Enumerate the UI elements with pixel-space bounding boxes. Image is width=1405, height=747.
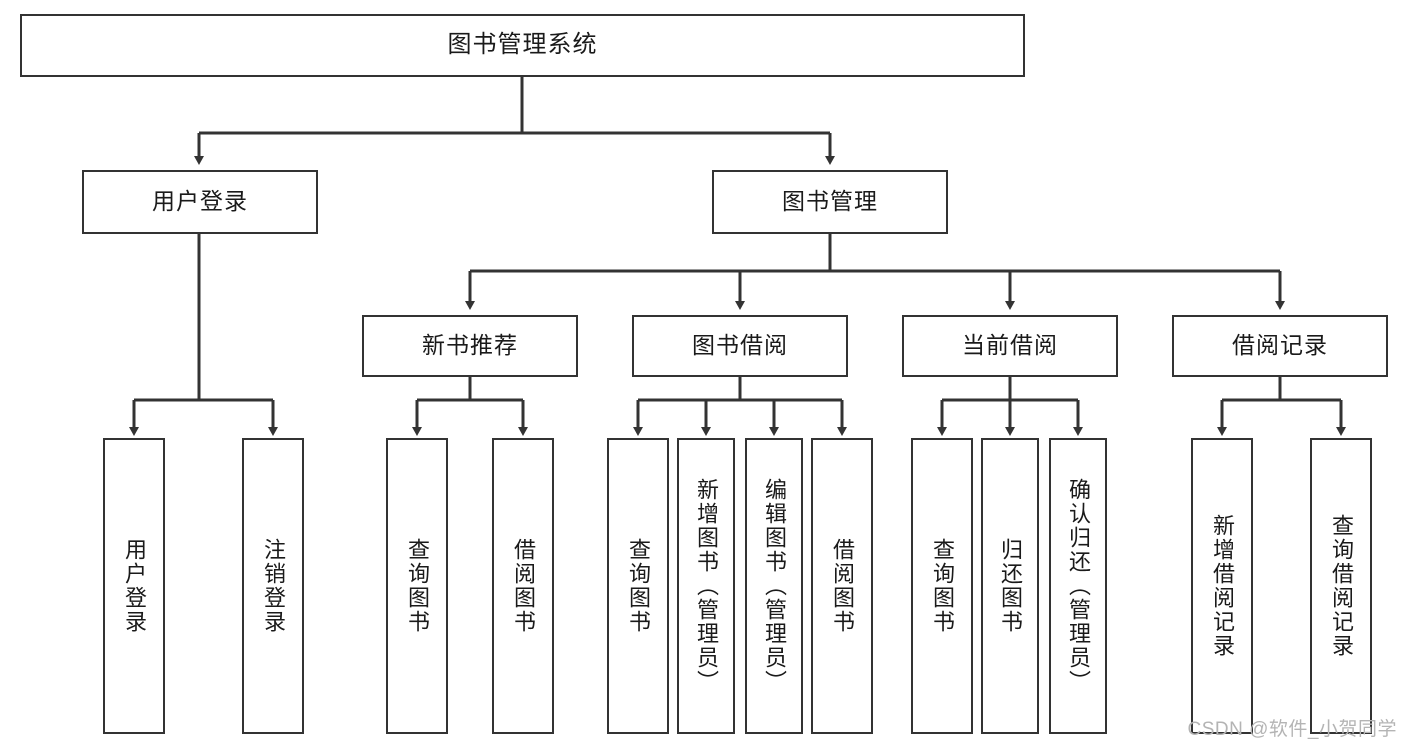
node-label: 查询借阅记录 xyxy=(1328,514,1354,658)
node-label: 确认归还（管理员） xyxy=(1065,478,1091,694)
watermark-text: CSDN @软件_小贺同学 xyxy=(1187,719,1397,740)
node-label: 新书推荐 xyxy=(422,332,518,359)
node-label: 新增图书（管理员） xyxy=(693,478,719,694)
node-book-management[interactable]: 图书管理 xyxy=(712,170,948,234)
node-label: 查询图书 xyxy=(404,538,430,634)
node-user-login[interactable]: 用户登录 xyxy=(82,170,318,234)
node-leaf-user-login[interactable]: 用户登录 xyxy=(103,438,165,734)
node-label: 编辑图书（管理员） xyxy=(761,478,787,694)
node-label: 图书管理 xyxy=(782,188,878,215)
node-label: 新增借阅记录 xyxy=(1209,514,1235,658)
node-label: 用户登录 xyxy=(152,188,248,215)
node-current-borrow[interactable]: 当前借阅 xyxy=(902,315,1118,377)
node-leaf-edit-book[interactable]: 编辑图书（管理员） xyxy=(745,438,803,734)
node-label: 借阅记录 xyxy=(1232,332,1328,359)
node-label: 归还图书 xyxy=(997,538,1023,634)
node-leaf-add-borrow-record[interactable]: 新增借阅记录 xyxy=(1191,438,1253,734)
node-leaf-borrow-book-borrow[interactable]: 借阅图书 xyxy=(811,438,873,734)
node-leaf-add-book[interactable]: 新增图书（管理员） xyxy=(677,438,735,734)
node-label: 图书管理系统 xyxy=(447,31,598,59)
node-label: 注销登录 xyxy=(260,538,286,634)
node-leaf-confirm-return[interactable]: 确认归还（管理员） xyxy=(1049,438,1107,734)
node-label: 当前借阅 xyxy=(962,332,1058,359)
node-new-book-recommend[interactable]: 新书推荐 xyxy=(362,315,578,377)
node-label: 查询图书 xyxy=(625,538,651,634)
node-borrow-record[interactable]: 借阅记录 xyxy=(1172,315,1388,377)
node-label: 用户登录 xyxy=(121,538,147,634)
node-leaf-query-book-current[interactable]: 查询图书 xyxy=(911,438,973,734)
node-label: 借阅图书 xyxy=(829,538,855,634)
node-leaf-query-book-borrow[interactable]: 查询图书 xyxy=(607,438,669,734)
node-leaf-query-book-recommend[interactable]: 查询图书 xyxy=(386,438,448,734)
node-book-borrow[interactable]: 图书借阅 xyxy=(632,315,848,377)
node-leaf-return-book[interactable]: 归还图书 xyxy=(981,438,1039,734)
node-label: 查询图书 xyxy=(929,538,955,634)
node-label: 图书借阅 xyxy=(692,332,788,359)
node-label: 借阅图书 xyxy=(510,538,536,634)
node-leaf-logout-login[interactable]: 注销登录 xyxy=(242,438,304,734)
node-book-management-system[interactable]: 图书管理系统 xyxy=(20,14,1025,77)
node-leaf-borrow-book-recommend[interactable]: 借阅图书 xyxy=(492,438,554,734)
node-leaf-query-borrow-record[interactable]: 查询借阅记录 xyxy=(1310,438,1372,734)
